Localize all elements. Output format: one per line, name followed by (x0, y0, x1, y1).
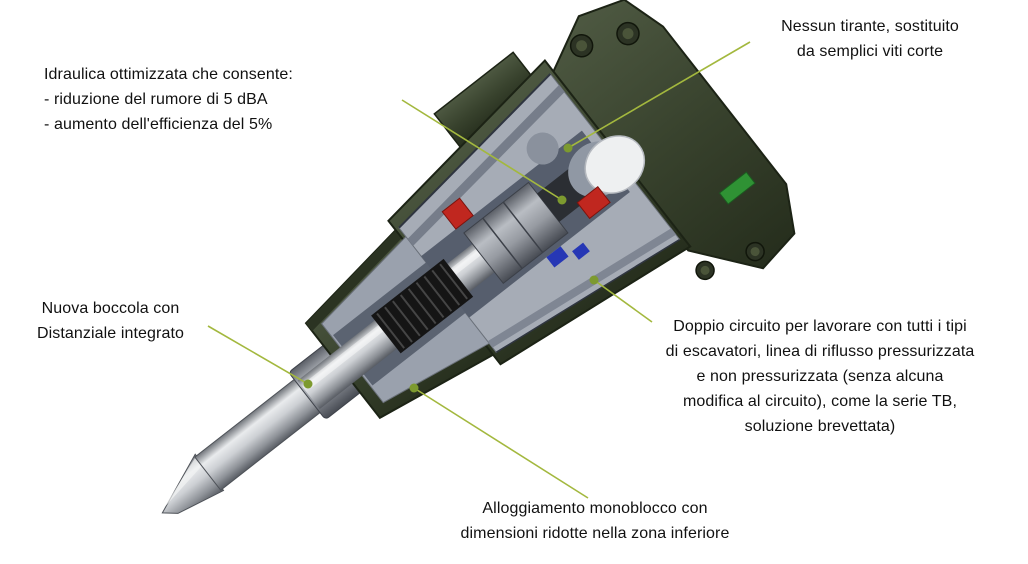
screw-head-2-inner (622, 28, 634, 40)
ribbed-sleeve-ribs (376, 263, 468, 349)
leader-dot-double-circuit (589, 275, 599, 285)
screw-head-4-inner (700, 265, 710, 275)
accumulator-cap (584, 135, 646, 194)
breaker-body-group (161, 0, 796, 514)
leader-line-bushing (207, 325, 309, 385)
upper-oil-gallery (407, 85, 565, 246)
piston-head-segments (482, 201, 544, 270)
annotation-housing: Alloggiamento monoblocco con dimensioni … (415, 496, 775, 546)
screw-head-3 (745, 241, 765, 262)
red-seal-lower (576, 185, 611, 220)
leader-dot-housing (409, 383, 419, 393)
annotation-line: da semplici viti corte (796, 43, 944, 60)
front-housing-top-band (306, 220, 411, 332)
leader-line-tie-rod (567, 41, 751, 149)
leader-line-double-circuit (593, 279, 653, 323)
blue-port-b (572, 242, 590, 260)
screw-head-2 (616, 21, 640, 46)
annotation-line: Doppio circuito per lavorare con tutti i… (673, 318, 967, 335)
screw-head-3-inner (750, 247, 760, 257)
annotation-line: modifica al circuito), come la serie TB, (682, 393, 957, 410)
lower-oil-gallery (487, 228, 676, 348)
green-seal (718, 171, 756, 205)
back-head (548, 0, 796, 270)
annotation-line: Alloggiamento monoblocco con (482, 500, 708, 517)
red-seal-upper (441, 197, 474, 230)
leader-dot-bushing (303, 379, 313, 389)
leader-dot-hydraulics (557, 195, 567, 205)
leader-dot-tie-rod (563, 143, 573, 153)
screw-head-4 (695, 260, 715, 281)
annotation-line: Nuova boccola con (41, 300, 180, 317)
annotation-tie-rod: Nessun tirante, sostituito da semplici v… (730, 14, 1010, 64)
annotation-line: - aumento dell'efficienza del 5% (44, 116, 273, 133)
annotation-line: soluzione brevettata) (744, 418, 896, 435)
annotation-line: Distanziale integrato (36, 325, 185, 342)
annotation-line: dimensioni ridotte nella zona inferiore (460, 525, 730, 542)
annotation-line: - riduzione del rumore di 5 dBA (44, 91, 268, 108)
blue-port-a (546, 246, 569, 268)
screw-head-1 (569, 34, 594, 58)
top-edge-line (398, 73, 552, 229)
screw-head-1-inner (576, 40, 588, 52)
bottom-edge-line (495, 238, 681, 353)
annotation-hydraulics: Idraulica ottimizzata che consente: - ri… (44, 62, 414, 137)
leader-line-housing (413, 387, 589, 499)
chisel-tip (161, 453, 225, 514)
leader-line-hydraulics (401, 99, 563, 201)
annotation-line: Idraulica ottimizzata che consente: (44, 66, 293, 83)
annotation-bushing: Nuova boccola con Distanziale integrato (8, 296, 213, 346)
annotation-line: Nessun tirante, sostituito (781, 18, 959, 35)
membrane (526, 132, 559, 165)
annotation-double-circuit: Doppio circuito per lavorare con tutti i… (618, 314, 1022, 439)
annotation-line: di escavatori, linea di riflusso pressur… (665, 343, 975, 360)
chisel-tip-highlight (163, 455, 204, 509)
annotation-line: e non pressurizzata (senza alcuna (696, 368, 944, 385)
